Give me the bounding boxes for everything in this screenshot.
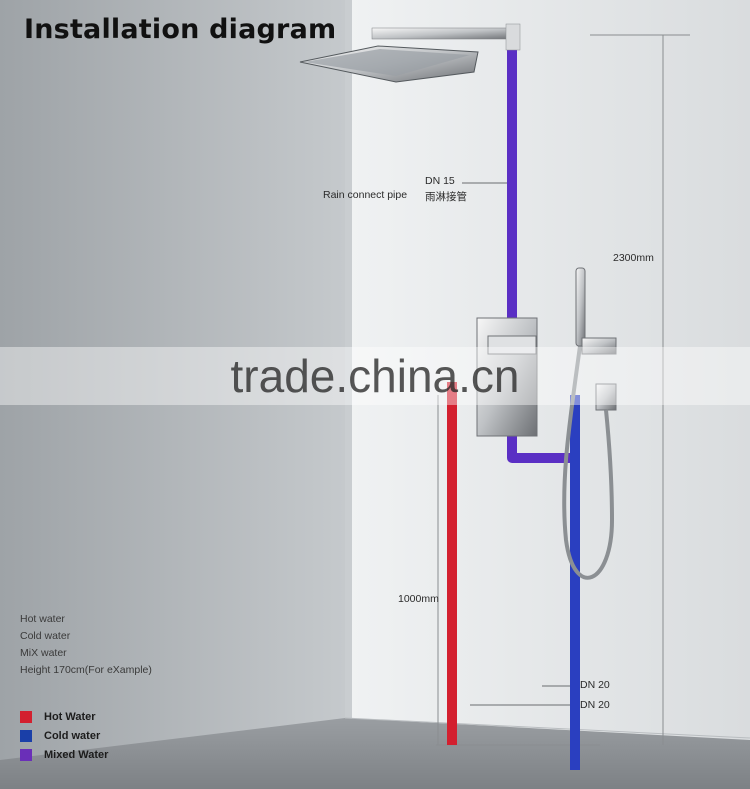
floor-edge <box>344 717 750 739</box>
label-rain-pipe-en: Rain connect pipe <box>323 189 408 201</box>
wall-flange <box>505 23 521 51</box>
legend-hot: Hot Water <box>20 710 96 724</box>
legend-swatch-hot <box>20 711 32 723</box>
shower-hose <box>562 345 615 580</box>
legend-label-mixed: Mixed Water <box>44 749 109 761</box>
floor <box>0 718 750 789</box>
legend-label-cold: Cold water <box>44 730 101 742</box>
legend-cold: Cold water <box>20 729 100 743</box>
legend-swatch-mixed <box>20 749 32 761</box>
legend-mixed: Mixed Water <box>20 748 108 762</box>
legend-text-height: Height 170cm(For eXample) <box>20 664 152 676</box>
watermark-band <box>0 347 750 405</box>
hand-shower-holder <box>581 337 617 355</box>
label-height-1000: 1000mm <box>398 593 439 605</box>
legend-swatch-cold <box>20 730 32 742</box>
label-dn15: DN 15 <box>425 175 455 187</box>
shower-arm <box>371 27 519 40</box>
hand-shower <box>575 267 586 347</box>
watermark-text: trade.china.cn <box>230 350 520 402</box>
label-rain-pipe-cn: 雨淋接管 <box>425 191 467 203</box>
label-dn20-b: DN 20 <box>580 699 610 711</box>
valve-handle <box>487 335 537 355</box>
legend-text-mix: MiX water <box>20 647 67 659</box>
back-wall <box>0 0 345 789</box>
legend-label-hot: Hot Water <box>44 711 96 723</box>
side-wall-edge <box>345 0 352 789</box>
front-wall <box>345 0 750 789</box>
label-dn20-a: DN 20 <box>580 679 610 691</box>
legend-text-hot: Hot water <box>20 613 65 625</box>
label-height-2300: 2300mm <box>613 252 654 264</box>
legend-text-cold: Cold water <box>20 630 71 642</box>
shower-head-face <box>304 49 470 76</box>
page-title: Installation diagram <box>24 14 337 45</box>
